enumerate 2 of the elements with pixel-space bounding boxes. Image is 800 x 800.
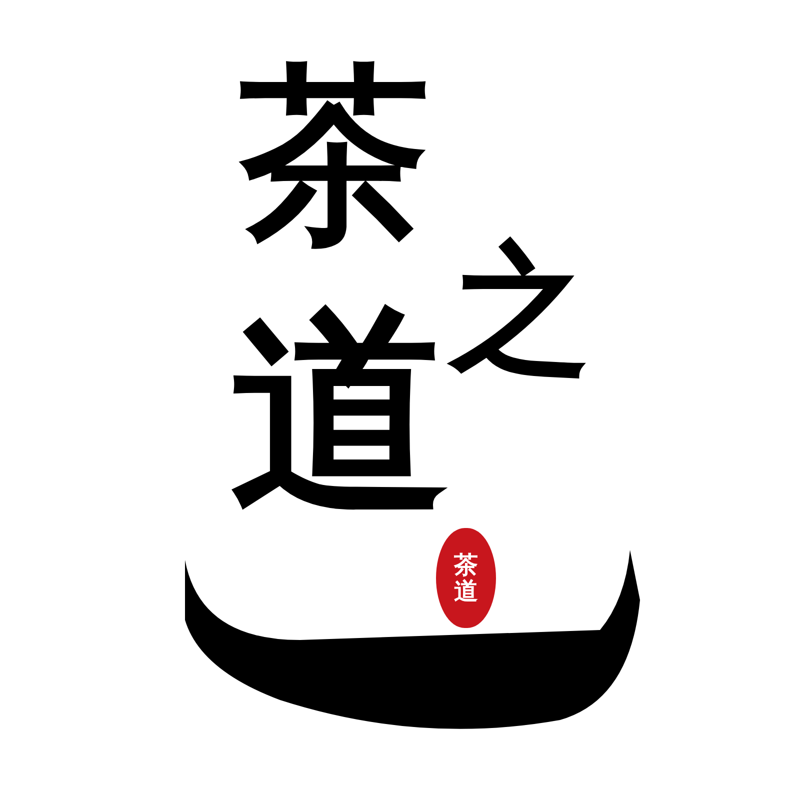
seal-text: 茶道 [454,552,478,604]
calligraphy-character: 茶 [240,60,430,250]
